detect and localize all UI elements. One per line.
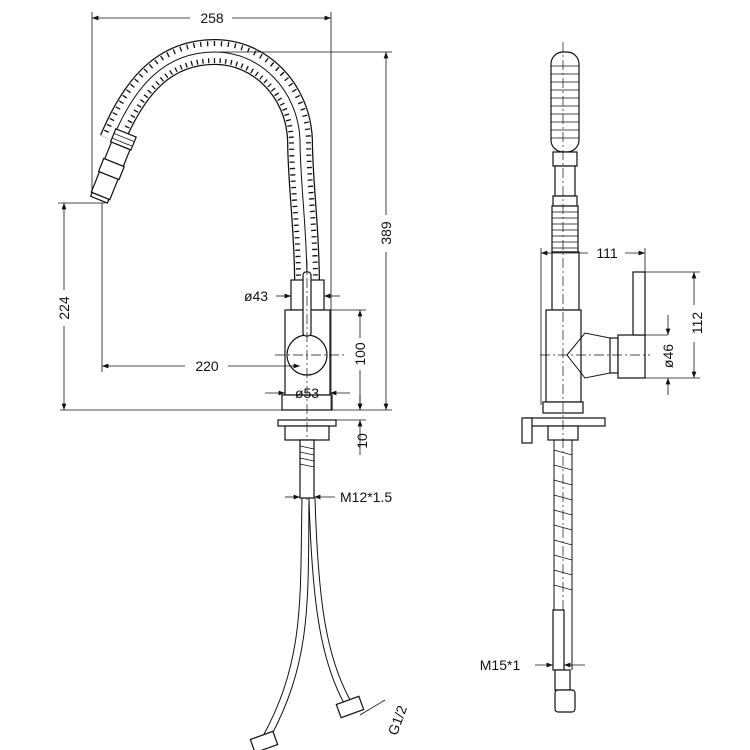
spring-hose [100,38,320,283]
dim-spout-reach: 220 [195,358,219,374]
hose-nut-right [335,695,365,719]
side-view: 258 389 224 220 100 ø43 ø53 10 M12*1.5 G… [56,10,410,750]
front-view: 111 112 ø46 M15*1 [480,42,705,713]
dim-spout-height: 224 [56,296,72,320]
hose-nut-left [249,730,279,750]
front-flange [524,417,606,427]
spring-column [550,51,580,253]
front-hose [552,609,565,671]
dim-handle-offset: 111 [596,245,617,261]
dim-handle-height: 112 [689,312,705,335]
front-handle-lever [632,271,646,336]
dim-hose-thread: M15*1 [480,657,521,673]
dim-thread-rod: M12*1.5 [340,489,392,505]
dim-overall-width: 258 [200,10,224,26]
front-body [545,309,582,403]
hose-right [314,497,354,706]
dim-body-diameter: ø53 [295,385,319,401]
dim-handle-diameter: ø46 [660,344,676,368]
spray-head [89,128,137,204]
dim-body-height: 100 [352,342,368,366]
dimension-lines [58,12,392,716]
dim-flange-thickness: 10 [354,433,370,449]
front-dimension-lines [535,248,700,668]
front-hose-spring [553,449,573,591]
dim-hose-connection: G1/2 [385,703,410,737]
front-hose-nut [554,689,576,713]
front-neck [551,251,580,311]
dim-overall-height: 389 [378,221,394,245]
hose-left [261,497,303,739]
handle-cylinder [617,334,646,379]
dim-neck-diameter: ø43 [244,288,268,304]
